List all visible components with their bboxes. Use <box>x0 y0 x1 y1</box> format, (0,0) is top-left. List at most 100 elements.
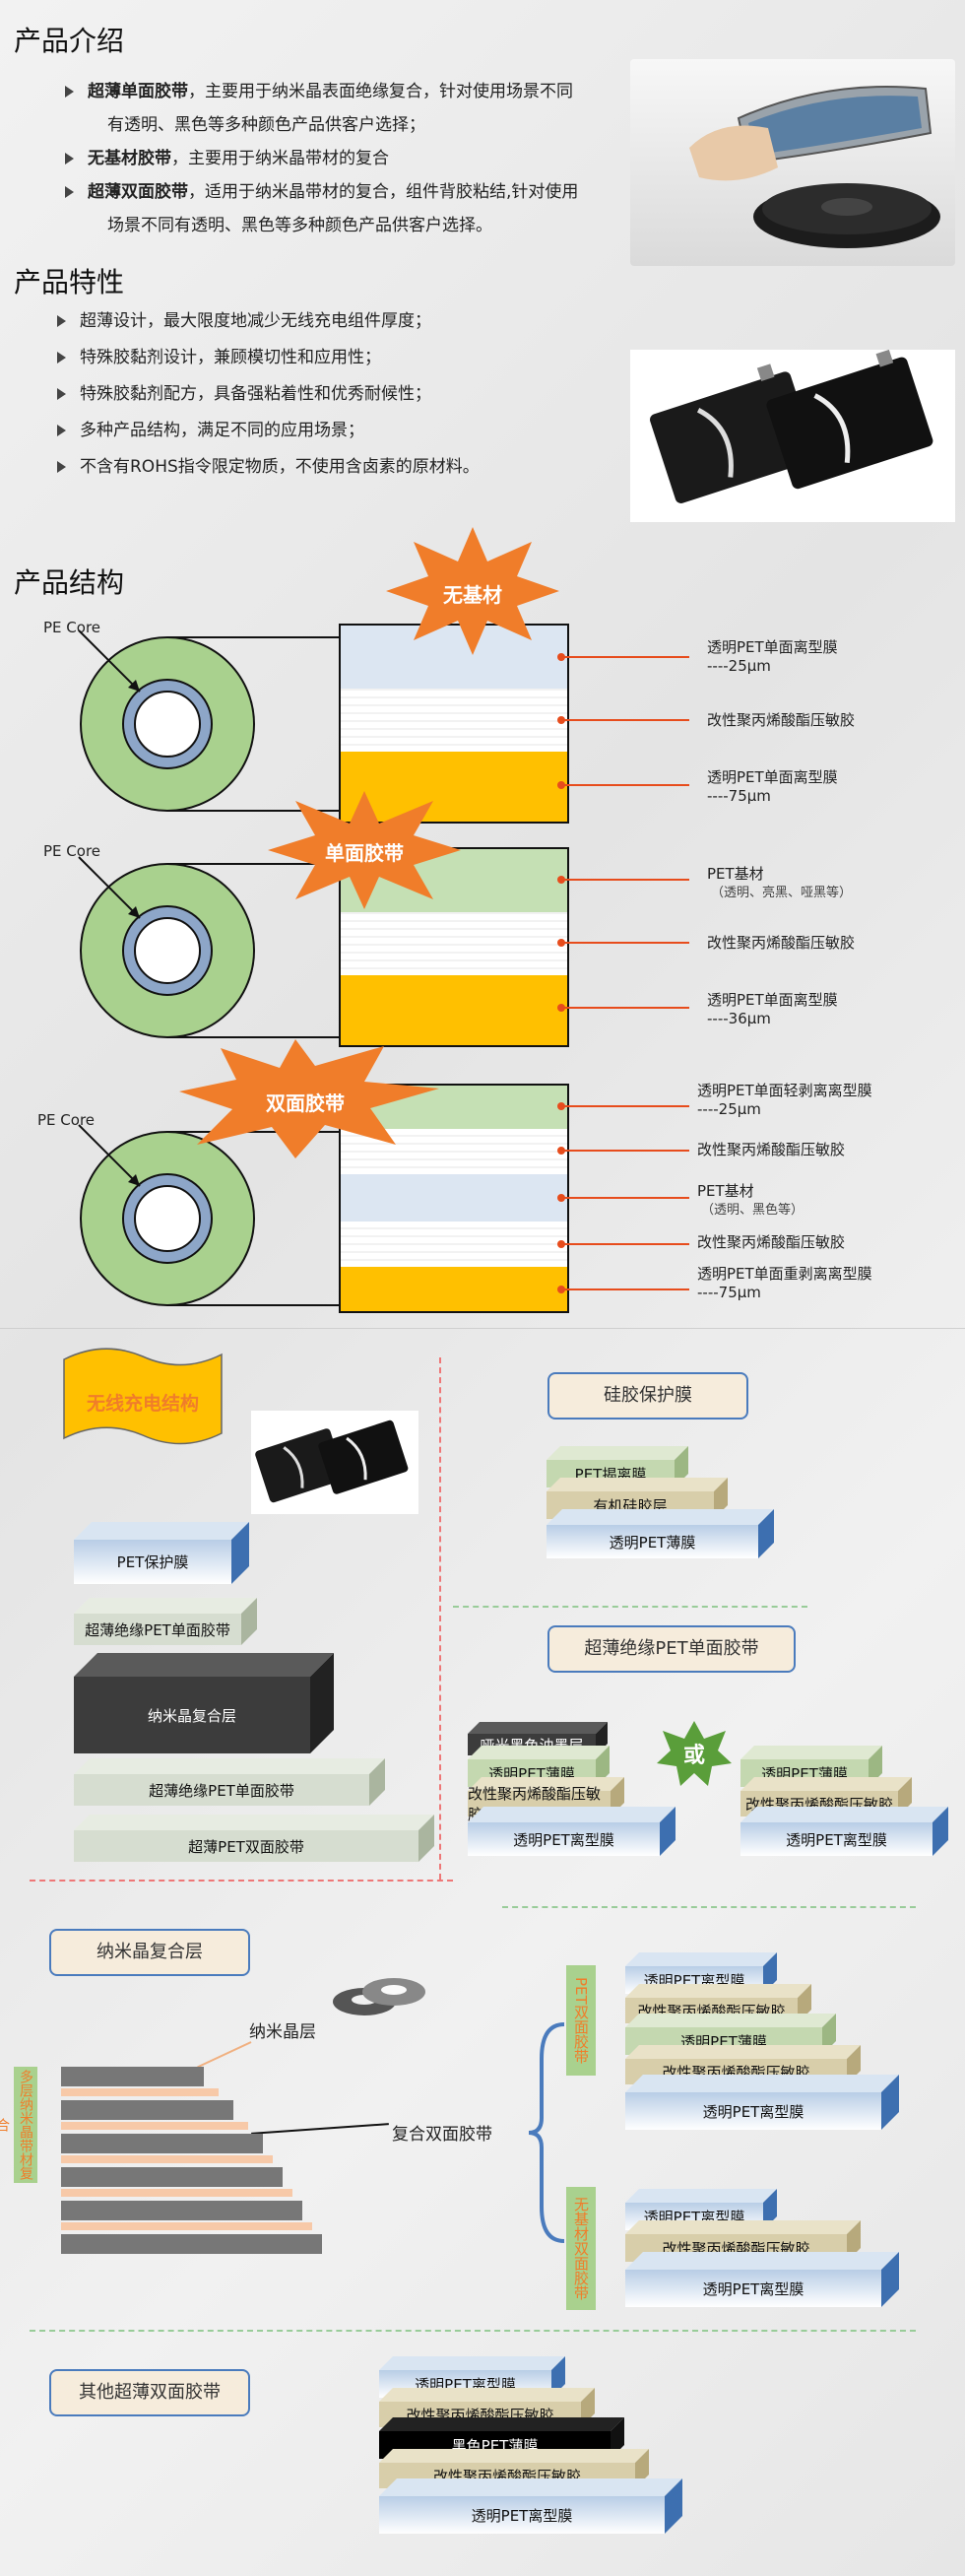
nanocrystal-layer <box>61 2167 283 2187</box>
layer-label: 透明PET离型膜 <box>625 2270 881 2307</box>
layer: 透明PET离型膜 <box>625 2252 899 2307</box>
feature-item: 特殊胶黏剂设计，兼顾模切性和应用性； <box>57 340 648 376</box>
intro-title: 产品介绍 <box>14 25 125 57</box>
brace <box>528 2022 565 2243</box>
composite-label: 复合双面胶带 <box>392 2125 492 2145</box>
layer-label: 透明PET离型膜 <box>468 1822 660 1856</box>
badge-label: 双面胶带 <box>266 1091 345 1115</box>
layer-label: 透明PET单面离型膜----75μm <box>707 768 838 805</box>
layer-release-film <box>341 1267 567 1311</box>
intro-item: 超薄双面胶带，适用于纳米晶带材的复合，组件背胶粘结,针对使用 <box>65 175 695 209</box>
arrow-icon <box>57 425 66 436</box>
feature-item: 多种产品结构，满足不同的应用场景； <box>57 413 648 449</box>
layer-label: 超薄绝缘PET单面胶带 <box>74 1774 369 1806</box>
layer-adhesive <box>341 912 567 975</box>
arrow-icon <box>65 86 74 98</box>
leader-line <box>197 2041 252 2069</box>
feature-item: 特殊胶黏剂配方，具备强粘着性和优秀耐候性； <box>57 376 648 413</box>
layer-label: 透明PET单面离型膜----36μm <box>707 991 838 1027</box>
no-base-side-label: 无基材双面胶带 <box>566 2187 596 2310</box>
intro-item: 超薄单面胶带，主要用于纳米晶表面绝缘复合，针对使用场景不同 <box>65 75 695 108</box>
nanocrystal-layer <box>61 2067 204 2086</box>
divider <box>0 1328 965 1329</box>
layer-label: 透明PET离型膜 <box>740 1822 933 1856</box>
layer-label: 超薄绝缘PET单面胶带 <box>74 1614 241 1645</box>
nanocrystal-layer <box>61 2134 263 2153</box>
badge-label: 无基材 <box>443 583 502 607</box>
arrow-icon <box>65 153 74 165</box>
pet-double-side-label: PET双面胶带 <box>566 1965 596 2076</box>
arrow-icon <box>57 388 66 400</box>
intro-item: 无基材胶带，主要用于纳米晶带材的复合 <box>65 142 695 175</box>
layer-label: PET保护膜 <box>74 1540 231 1584</box>
layer-label: 透明PET单面离型膜----25μm <box>707 638 838 675</box>
arrow-icon <box>57 461 66 473</box>
arrow-icon <box>65 186 74 198</box>
nanocrystal-layer <box>61 2100 233 2120</box>
layer-release-film <box>341 975 567 1045</box>
layer: 透明PET离型膜 <box>468 1807 676 1856</box>
layer: 透明PET离型膜 <box>379 2478 682 2534</box>
layer-label: 改性聚丙烯酸酯压敏胶 <box>697 1233 846 1251</box>
layer-adhesive <box>341 689 567 752</box>
layer: 透明PET薄膜 <box>547 1509 774 1558</box>
feature-item: 不含有ROHS指令限定物质，不使用含卤素的原材料。 <box>57 449 648 486</box>
divider <box>30 1880 453 1882</box>
nano-title: 纳米晶复合层 <box>49 1929 250 1976</box>
layer-label: 透明PET离型膜 <box>379 2496 665 2534</box>
intro-item-line2: 场景不同有透明、黑色等多种颜色产品供客户选择。 <box>107 216 492 235</box>
layer-label: 改性聚丙烯酸酯压敏胶 <box>707 711 856 729</box>
layer-label: PET基材（透明、亮黑、哑黑等） <box>707 865 853 900</box>
layer-label: 透明PET离型膜 <box>625 2092 881 2130</box>
phone-charger-image <box>630 59 955 266</box>
nanocrystal-layer <box>61 2234 322 2254</box>
wireless-banner-label: 无线充电结构 <box>86 1393 199 1415</box>
badge-starburst <box>179 1039 439 1158</box>
layer-label: 超薄PET双面胶带 <box>74 1830 418 1862</box>
layer-label: 透明PET单面重剥离离型膜----75μm <box>697 1265 872 1301</box>
nano-label: 纳米晶层 <box>249 2022 316 2042</box>
nano-side-label: 多层纳米晶带材复合 <box>0 2067 37 2183</box>
layer: 透明PET离型膜 <box>740 1807 948 1856</box>
layer-double-tape: 超薄PET双面胶带 <box>74 1815 434 1862</box>
layer-nano-composite: 纳米晶复合层 <box>74 1653 334 1753</box>
pe-core-label: PE Core <box>43 619 101 636</box>
receiver-cards-image <box>251 1411 418 1514</box>
layer-insul-tape: 超薄绝缘PET单面胶带 <box>74 1758 385 1806</box>
badge-starburst <box>268 791 461 909</box>
layer-adhesive <box>341 1222 567 1267</box>
layer-label: 改性聚丙烯酸酯压敏胶 <box>707 934 856 952</box>
structure-title: 产品结构 <box>14 566 125 599</box>
pe-core-label: PE Core <box>43 842 101 860</box>
divider <box>502 1906 916 1908</box>
or-badge <box>657 1721 732 1786</box>
layer: 透明PET离型膜 <box>625 2075 899 2130</box>
features-list: 超薄设计，最大限度地减少无线充电组件厚度； 特殊胶黏剂设计，兼顾模切性和应用性；… <box>57 303 648 486</box>
intro-list: 超薄单面胶带，主要用于纳米晶表面绝缘复合，针对使用场景不同 有透明、黑色等多种颜… <box>65 75 695 242</box>
layer-label: 透明PET薄膜 <box>547 1525 758 1558</box>
silicone-title: 硅胶保护膜 <box>547 1372 748 1420</box>
layer-pet-base <box>341 1174 567 1222</box>
layer-pet-protective: PET保护膜 <box>74 1522 249 1584</box>
structure-diagram-1: PE Core 无基材 透明PET单面离型膜----25μm 改性聚丙烯酸酯压敏… <box>0 522 965 824</box>
adhesive-layer <box>61 2088 219 2096</box>
leader-line <box>251 2123 389 2135</box>
layer-label: PET基材（透明、黑色等） <box>697 1182 804 1218</box>
divider <box>439 1357 441 1880</box>
or-label: 或 <box>682 1744 705 1768</box>
layer-release-film <box>341 752 567 822</box>
layer-label: 改性聚丙烯酸酯压敏胶 <box>697 1141 846 1158</box>
intro-item-line2: 有透明、黑色等多种颜色产品供客户选择； <box>107 115 425 135</box>
badge-label: 单面胶带 <box>325 841 404 865</box>
insul-title: 超薄绝缘PET单面胶带 <box>547 1625 796 1673</box>
adhesive-layer <box>61 2122 248 2130</box>
feature-item: 超薄设计，最大限度地减少无线充电组件厚度； <box>57 303 648 340</box>
wireless-banner <box>63 1348 223 1445</box>
badge-starburst <box>386 527 559 655</box>
layer-insul-tape: 超薄绝缘PET单面胶带 <box>74 1598 257 1645</box>
adhesive-layer <box>61 2155 273 2163</box>
other-title: 其他超薄双面胶带 <box>49 2369 250 2416</box>
nanocrystal-ring-image <box>325 1960 433 2029</box>
structure-diagram-3: PE Core 双面胶带 透明PET单面轻剥离离型膜----25μm 改性聚丙烯… <box>0 1034 965 1330</box>
